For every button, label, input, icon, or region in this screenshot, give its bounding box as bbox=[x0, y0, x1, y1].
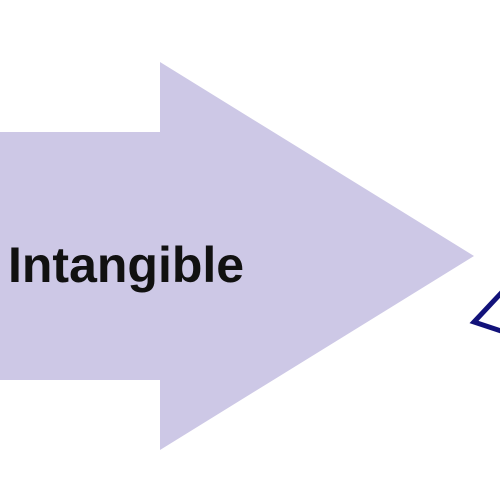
intangible-label: Intangible bbox=[8, 237, 244, 293]
partial-triangle-outline bbox=[469, 290, 500, 334]
intangible-arrow-shape bbox=[0, 62, 474, 450]
